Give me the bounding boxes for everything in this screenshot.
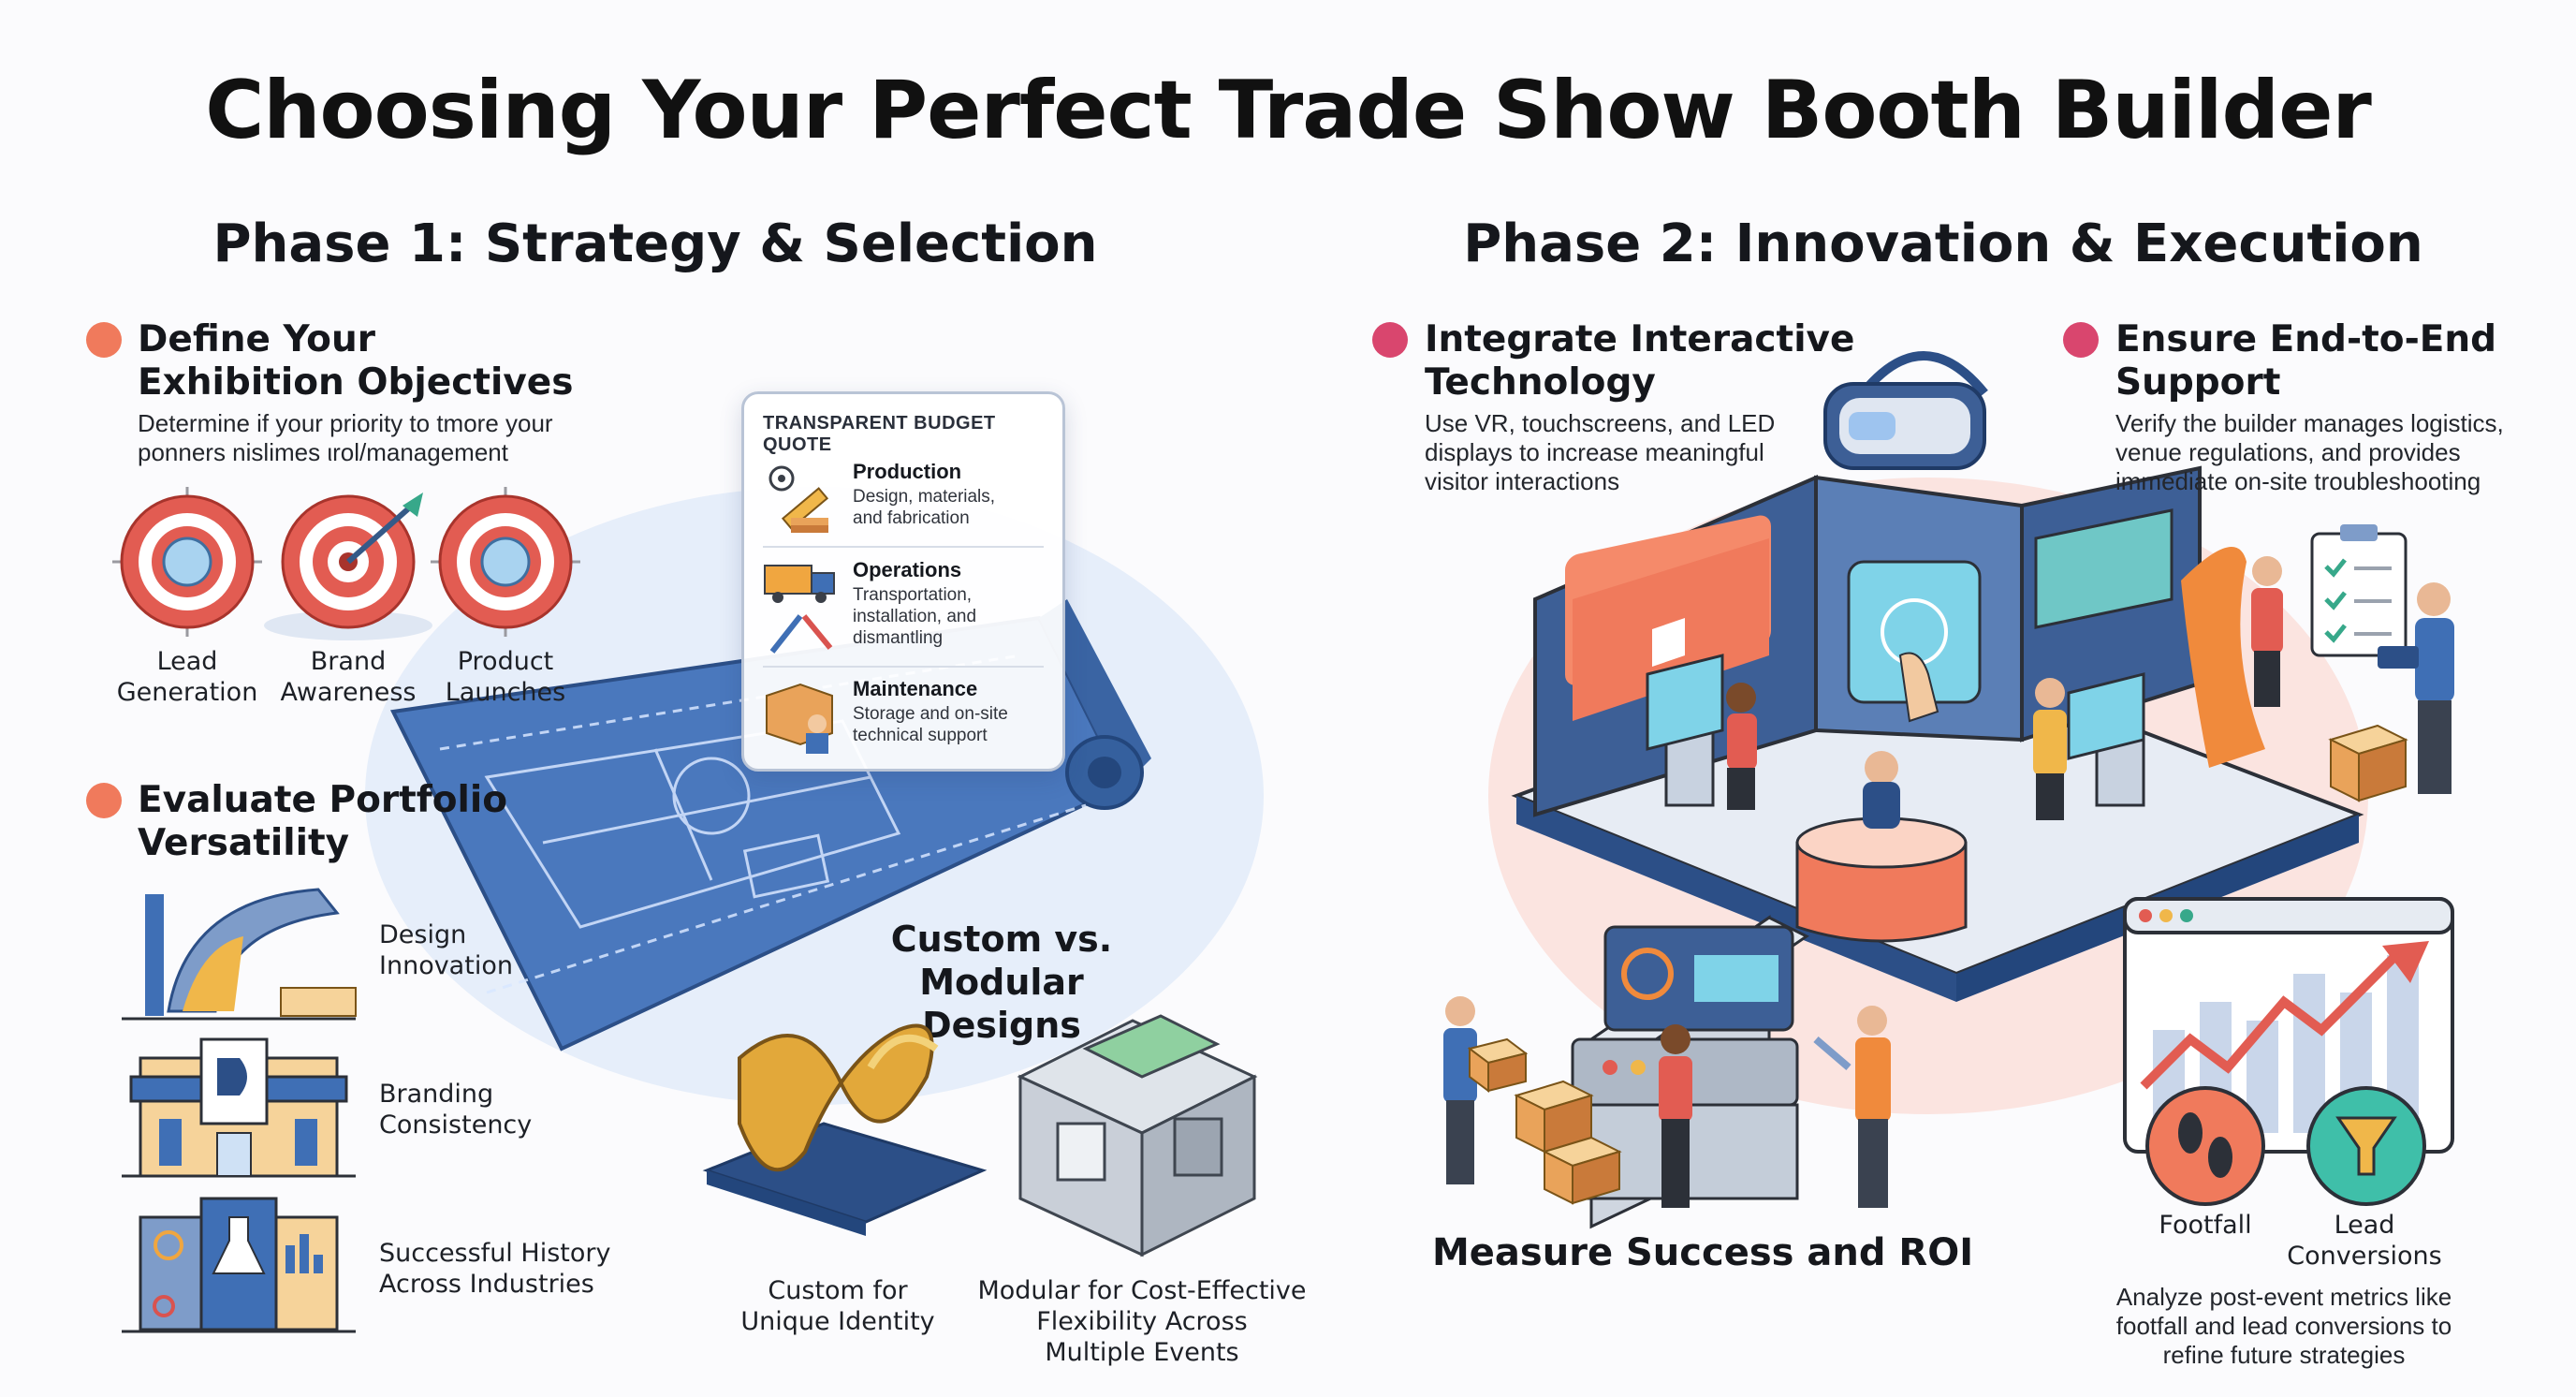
truck-wrench-icon <box>764 565 835 654</box>
support-description: Verify the builder manages logistics, ve… <box>2115 409 2504 495</box>
custom-modular-title: Custom vs. Modular Designs <box>890 919 1113 1046</box>
objectives-description: Determine if your priority to tmore your… <box>138 409 553 466</box>
metric-lead-conversions: Lead Conversions <box>2287 1211 2442 1271</box>
objective-product-launches: Product Launches <box>445 647 566 707</box>
metric-footfall: Footfall <box>2159 1211 2252 1240</box>
portfolio-design-innovation: Design Innovation <box>379 920 513 980</box>
objective-brand-awareness: Brand Awareness <box>280 647 417 707</box>
budget-row-production: Production Design, materials, and fabric… <box>763 460 1044 544</box>
portfolio-industry-history: Successful History Across Industries <box>379 1239 611 1299</box>
budget-row-operations: Operations Transportation, installation,… <box>763 558 1044 661</box>
interactive-bullet <box>1372 322 1408 358</box>
support-bullet <box>2063 322 2099 358</box>
operations-desc: Transportation, installation, and disman… <box>853 585 977 648</box>
measure-title: Measure Success and ROI <box>1432 1231 1974 1274</box>
phase1-heading: Phase 1: Strategy & Selection <box>212 213 1098 274</box>
budget-quote-card: TRANSPARENT BUDGET QUOTE Production Desi… <box>741 391 1065 772</box>
card-divider <box>763 666 1044 668</box>
objectives-title: Define Your Exhibition Objectives <box>138 318 574 404</box>
portfolio-bullet <box>86 783 122 818</box>
measure-description: Analyze post-event metrics like footfall… <box>2115 1283 2452 1369</box>
maintenance-desc: Storage and on-site technical support <box>853 704 1008 745</box>
objectives-bullet <box>86 322 122 358</box>
card-divider <box>763 546 1044 548</box>
gear-pencil-icon <box>768 465 829 533</box>
custom-label: Custom for Unique Identity <box>740 1276 935 1336</box>
budget-row-maintenance: Maintenance Storage and on-site technica… <box>763 677 1044 761</box>
modular-label: Modular for Cost-Effective Flexibility A… <box>977 1276 1307 1367</box>
box-worker-icon <box>766 683 833 754</box>
operations-title: Operations <box>853 558 962 581</box>
production-desc: Design, materials, and fabrication <box>853 487 996 528</box>
portfolio-branding-consistency: Branding Consistency <box>379 1080 533 1140</box>
portfolio-title: Evaluate Portfolio Versatility <box>138 779 508 864</box>
interactive-title: Integrate Interactive Technology <box>1425 318 1855 404</box>
page-title: Choosing Your Perfect Trade Show Booth B… <box>205 64 2372 157</box>
budget-card-title: TRANSPARENT BUDGET QUOTE <box>763 413 996 455</box>
maintenance-title: Maintenance <box>853 677 978 700</box>
production-title: Production <box>853 460 962 483</box>
objective-lead-generation: Lead Generation <box>116 647 258 707</box>
phase2-heading: Phase 2: Innovation & Execution <box>1463 213 2423 274</box>
support-title: Ensure End-to-End Support <box>2115 318 2497 404</box>
interactive-description: Use VR, touchscreens, and LED displays t… <box>1425 409 1776 495</box>
